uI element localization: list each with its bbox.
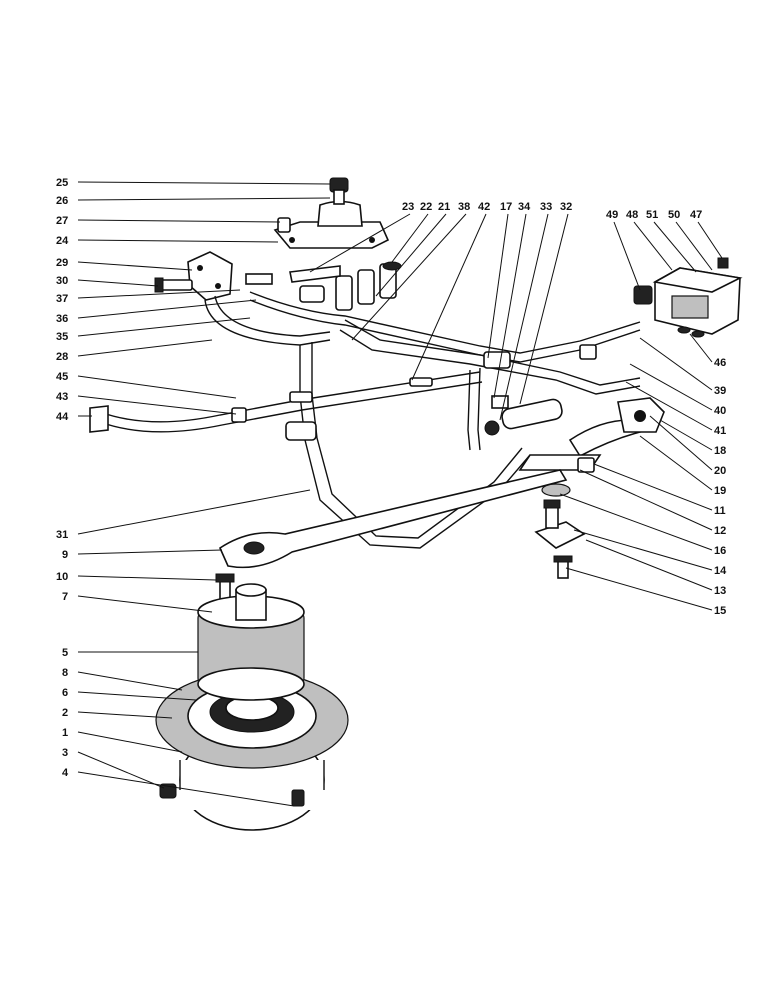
label-40: 40 [714,405,726,417]
line-art [89,177,743,831]
fittings-group [289,261,402,311]
label-25: 25 [56,177,68,189]
label-10: 10 [56,571,68,583]
label-46: 46 [714,357,726,369]
label-27: 27 [56,215,68,227]
label-26: 26 [56,195,68,207]
filter-box [633,257,743,338]
label-51: 51 [646,209,658,221]
label-12: 12 [714,525,726,537]
label-44: 44 [56,411,69,423]
lever-assembly [215,469,586,601]
label-13: 13 [714,585,726,597]
label-42: 42 [478,201,490,213]
label-45: 45 [56,371,68,383]
label-43: 43 [56,391,68,403]
clamps [89,344,597,441]
bracket-assembly [154,251,325,303]
label-1: 1 [62,727,68,739]
label-7: 7 [62,591,68,603]
label-31: 31 [56,529,68,541]
pipe-network [99,291,641,549]
label-35: 35 [56,331,68,343]
label-38: 38 [458,201,470,213]
label-6: 6 [62,687,68,699]
label-50: 50 [668,209,680,221]
label-17: 17 [500,201,512,213]
label-41: 41 [714,425,726,437]
label-29: 29 [56,257,68,269]
label-34: 34 [518,201,531,213]
callout-labels: 25 26 27 24 29 30 37 36 35 28 45 43 44 3… [56,177,727,779]
label-3: 3 [62,747,68,759]
label-4: 4 [62,767,69,779]
label-18: 18 [714,445,726,457]
label-5: 5 [62,647,68,659]
label-8: 8 [62,667,68,679]
label-20: 20 [714,465,726,477]
label-37: 37 [56,293,68,305]
label-11: 11 [714,505,726,517]
label-39: 39 [714,385,726,397]
valve-housing [273,177,390,249]
label-28: 28 [56,351,68,363]
label-9: 9 [62,549,68,561]
label-33: 33 [540,201,552,213]
label-19: 19 [714,485,726,497]
label-49: 49 [606,209,618,221]
label-21: 21 [438,201,450,213]
label-24: 24 [56,235,69,247]
label-2: 2 [62,707,68,719]
label-16: 16 [714,545,726,557]
label-22: 22 [420,201,432,213]
label-23: 23 [402,201,414,213]
label-15: 15 [714,605,726,617]
label-32: 32 [560,201,572,213]
label-30: 30 [56,275,68,287]
label-14: 14 [714,565,727,577]
pump-base [155,583,349,831]
leader-lines [77,181,723,807]
label-36: 36 [56,313,68,325]
label-48: 48 [626,209,638,221]
label-47: 47 [690,209,702,221]
outlet-fittings [484,395,665,473]
